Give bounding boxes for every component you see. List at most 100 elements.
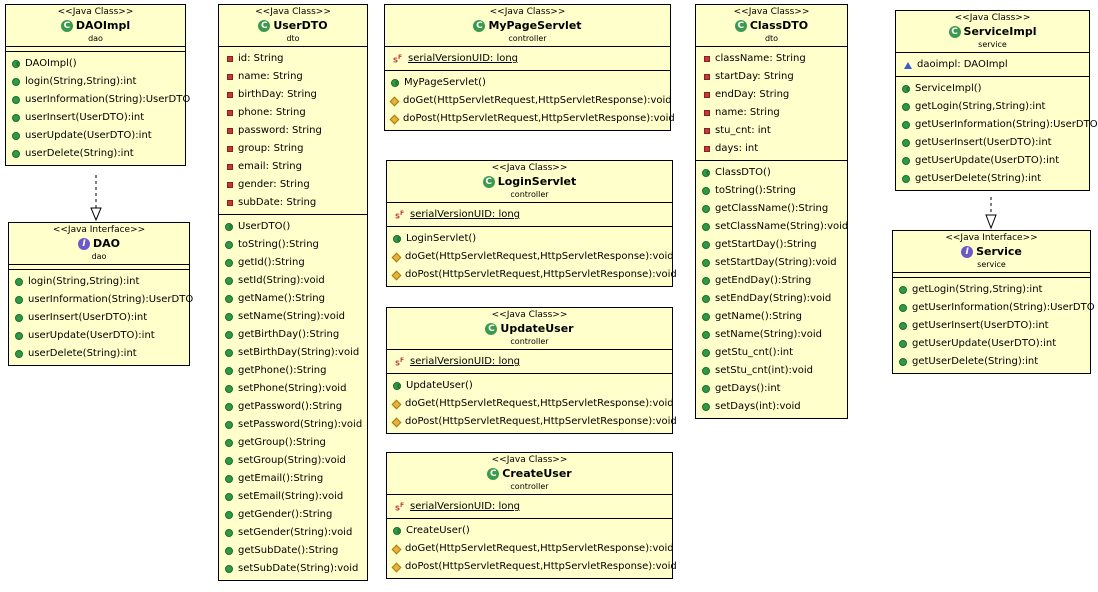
- stereotype-label: <<Java Class>>: [733, 7, 810, 17]
- method-label: getDays():int: [715, 383, 781, 394]
- protected-method-icon: [391, 562, 402, 572]
- stereotype-label: <<Java Class>>: [491, 310, 568, 320]
- public-method-icon: [225, 241, 233, 249]
- public-method-icon: [902, 139, 910, 147]
- method-row: toString():String: [219, 236, 367, 254]
- public-method-icon: [899, 304, 907, 312]
- realization-serviceimpl-service: [985, 197, 997, 230]
- constructor-icon: c: [12, 60, 20, 68]
- public-method-icon: [12, 96, 20, 104]
- field-label: serialVersionUID: long: [408, 53, 519, 64]
- stereotype-label: <<Java Interface>>: [52, 225, 146, 235]
- method-row: setEndDay(String):void: [696, 290, 847, 308]
- method-label: userInsert(UserDTO):int: [25, 112, 145, 123]
- field-row: subDate: String: [219, 194, 367, 212]
- method-row: userInformation(String):UserDTO: [9, 291, 193, 309]
- constructor-icon: c: [702, 169, 710, 177]
- method-label: setPhone(String):void: [238, 383, 347, 394]
- field-row: stu_cnt: int: [696, 122, 847, 140]
- stereotype-label: <<Java Class>>: [491, 163, 568, 173]
- methods-section: login(String,String):int userInformation(…: [9, 269, 193, 365]
- method-row: getPassword():String: [219, 398, 367, 416]
- field-row: group: String: [219, 140, 367, 158]
- method-row: setBirthDay(String):void: [219, 344, 367, 362]
- method-label: setId(String):void: [238, 275, 325, 286]
- method-row: getEmail():String: [219, 470, 367, 488]
- method-label: userUpdate(UserDTO):int: [28, 330, 155, 341]
- method-row: getGender():String: [219, 506, 367, 524]
- class-icon: C: [60, 20, 73, 32]
- method-label: DAOImpl(): [25, 58, 77, 69]
- fields-section: SF serialVersionUID: long: [385, 46, 670, 70]
- method-label: ServiceImpl(): [915, 83, 982, 94]
- method-label: getName():String: [715, 311, 802, 322]
- method-row: login(String,String):int: [9, 273, 189, 291]
- method-row: getUserInformation(String):UserDTO: [896, 116, 1098, 134]
- method-row: getLogin(String,String):int: [896, 98, 1089, 116]
- protected-method-icon: [391, 417, 402, 427]
- method-label: getStu_cnt():int: [715, 347, 793, 358]
- public-method-icon: [15, 350, 23, 358]
- method-label: setStu_cnt(int):void: [715, 365, 814, 376]
- method-label: UserDTO(): [238, 221, 291, 232]
- stereotype-label: <<Java Class>>: [57, 7, 134, 17]
- method-row: getLogin(String,String):int: [893, 281, 1090, 299]
- method-label: doGet(HttpServletRequest,HttpServletResp…: [405, 543, 674, 554]
- private-field-icon: [704, 56, 710, 62]
- field-label: password: String: [238, 125, 322, 136]
- method-label: ClassDTO(): [715, 167, 771, 178]
- public-method-icon: [15, 296, 23, 304]
- class-name-label: UserDTO: [273, 19, 328, 32]
- public-method-icon: [899, 358, 907, 366]
- method-row: doPost(HttpServletRequest,HttpServletRes…: [387, 266, 677, 284]
- field-label: email: String: [238, 161, 302, 172]
- interface-icon: I: [78, 238, 90, 250]
- method-label: doGet(HttpServletRequest,HttpServletResp…: [403, 95, 672, 106]
- class-icon: C: [485, 323, 498, 335]
- static-final-field-icon: SF: [393, 53, 403, 65]
- method-label: getEmail():String: [238, 473, 324, 484]
- field-label: stu_cnt: int: [715, 125, 771, 136]
- method-label: getUserUpdate(UserDTO):int: [915, 155, 1060, 166]
- method-label: getUserInsert(UserDTO):int: [912, 320, 1049, 331]
- method-label: userInformation(String):UserDTO: [28, 294, 194, 305]
- method-row: getUserInsert(UserDTO):int: [893, 317, 1090, 335]
- public-method-icon: [225, 547, 233, 555]
- protected-method-icon: [391, 544, 402, 554]
- method-row: doGet(HttpServletRequest,HttpServletResp…: [385, 92, 672, 110]
- public-method-icon: [225, 259, 233, 267]
- public-method-icon: [15, 314, 23, 322]
- protected-method-icon: [391, 399, 402, 409]
- method-label: toString():String: [238, 239, 319, 250]
- constructor-icon: c: [393, 527, 401, 535]
- methods-section: c DAOImpl() login(String,String):int userIn…: [6, 51, 190, 165]
- method-row: userUpdate(UserDTO):int: [6, 127, 185, 145]
- field-row: name: String: [696, 104, 847, 122]
- method-label: login(String,String):int: [25, 76, 137, 87]
- public-method-icon: [225, 331, 233, 339]
- class-icon: C: [473, 20, 486, 32]
- public-method-icon: [702, 295, 710, 303]
